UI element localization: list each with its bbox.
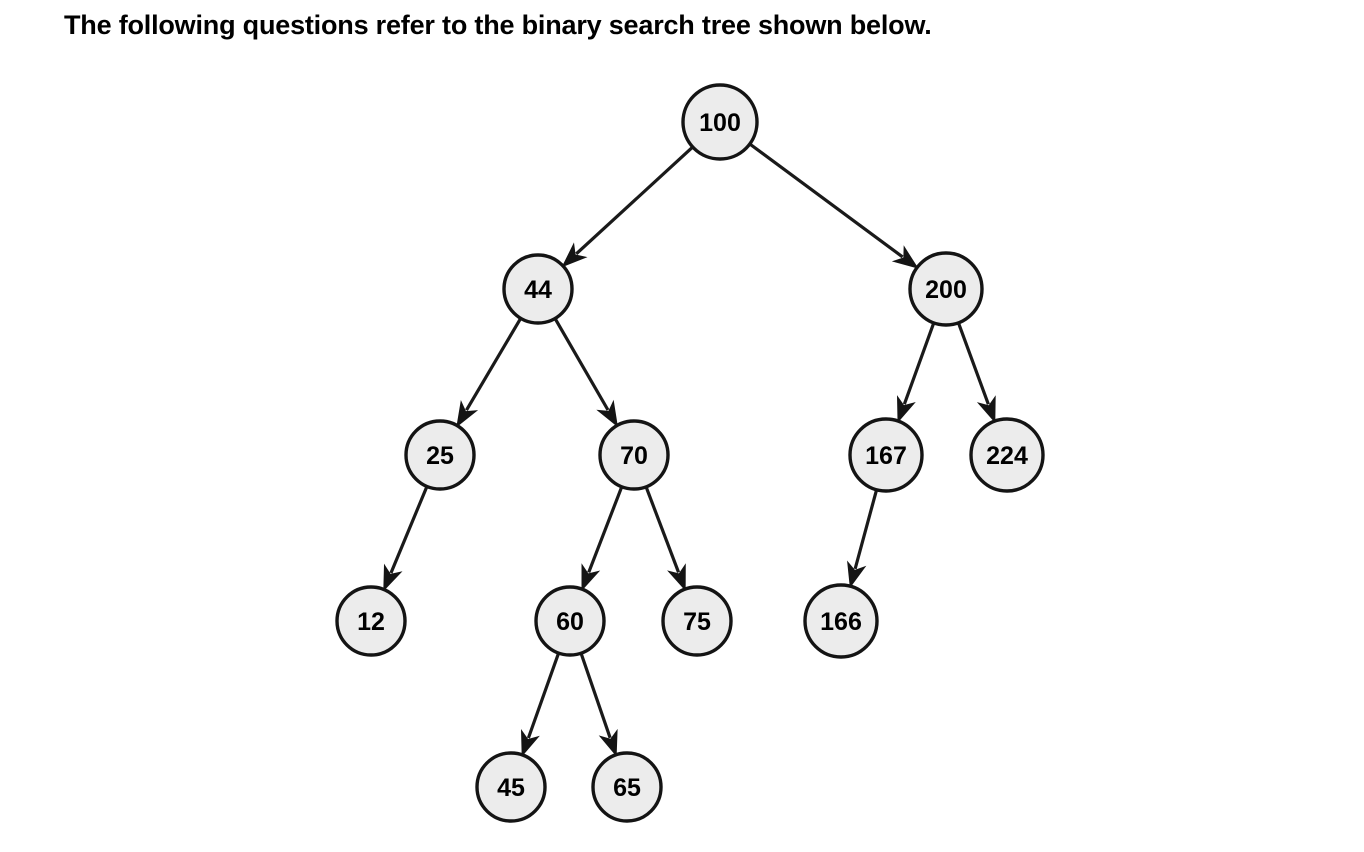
edge-arrowhead-icon [581, 563, 601, 592]
tree-node[interactable]: 75 [661, 585, 733, 657]
tree-node-label: 166 [820, 608, 862, 636]
tree-node[interactable]: 44 [502, 253, 574, 325]
tree-node-circle [404, 419, 476, 491]
edge-arrowhead-icon [896, 395, 916, 424]
tree-node-label: 60 [556, 608, 584, 636]
tree-node-label: 100 [699, 109, 741, 137]
tree-edge-layer [383, 142, 996, 757]
tree-edge [747, 142, 919, 269]
tree-node-label: 65 [613, 774, 641, 802]
tree-edge [553, 316, 618, 428]
edge-arrowhead-icon [456, 399, 479, 428]
tree-node-label: 12 [357, 608, 385, 636]
tree-node[interactable]: 65 [591, 751, 663, 823]
page-title: The following questions refer to the bin… [64, 10, 932, 40]
edge-arrowhead-icon [521, 729, 540, 757]
tree-node[interactable]: 167 [848, 417, 924, 493]
tree-node-label: 75 [683, 608, 711, 636]
edge-arrowhead-icon [596, 399, 618, 428]
tree-node[interactable]: 70 [598, 419, 670, 491]
tree-node-circle [475, 751, 547, 823]
edge-arrowhead-icon [598, 728, 618, 757]
tree-node-label: 25 [426, 442, 454, 470]
tree-edge [956, 321, 996, 424]
tree-edge [456, 316, 523, 428]
edge-arrowhead-icon [891, 245, 919, 269]
tree-edge [896, 321, 936, 424]
edge-arrowhead-icon [667, 563, 686, 592]
tree-node-circle [661, 585, 733, 657]
tree-node-label: 200 [925, 276, 967, 304]
tree-node[interactable]: 224 [969, 417, 1045, 493]
tree-node-layer: 100 44 200 25 70 167 224 12 60 75 166 45 65 [335, 83, 1045, 823]
tree-node[interactable]: 12 [335, 585, 407, 657]
tree-node[interactable]: 166 [803, 583, 879, 659]
tree-node[interactable]: 25 [404, 419, 476, 491]
tree-edge [561, 145, 695, 268]
tree-node-circle [803, 583, 879, 659]
edge-arrowhead-icon [976, 395, 996, 424]
tree-node-circle [908, 251, 984, 327]
tree-node-circle [681, 83, 759, 161]
tree-edge [847, 488, 879, 589]
tree-node-circle [534, 585, 606, 657]
tree-node[interactable]: 45 [475, 751, 547, 823]
tree-node-label: 44 [524, 276, 552, 304]
tree-edge [581, 485, 624, 592]
tree-node-circle [969, 417, 1045, 493]
tree-edge [644, 485, 686, 592]
tree-node-circle [848, 417, 924, 493]
tree-node-label: 224 [986, 442, 1028, 470]
tree-node-circle [598, 419, 670, 491]
tree-node[interactable]: 100 [681, 83, 759, 161]
tree-node-circle [502, 253, 574, 325]
edge-arrowhead-icon [383, 563, 403, 592]
tree-edge [521, 651, 561, 757]
tree-node[interactable]: 200 [908, 251, 984, 327]
tree-node-label: 70 [620, 442, 648, 470]
tree-node-circle [591, 751, 663, 823]
tree-node-label: 167 [865, 442, 907, 470]
tree-node[interactable]: 60 [534, 585, 606, 657]
edge-arrowhead-icon [847, 560, 867, 589]
tree-node-circle [335, 585, 407, 657]
tree-node-label: 45 [497, 774, 525, 802]
tree-edge [579, 651, 618, 757]
tree-edge [383, 484, 429, 592]
edge-arrowhead-icon [561, 242, 588, 268]
